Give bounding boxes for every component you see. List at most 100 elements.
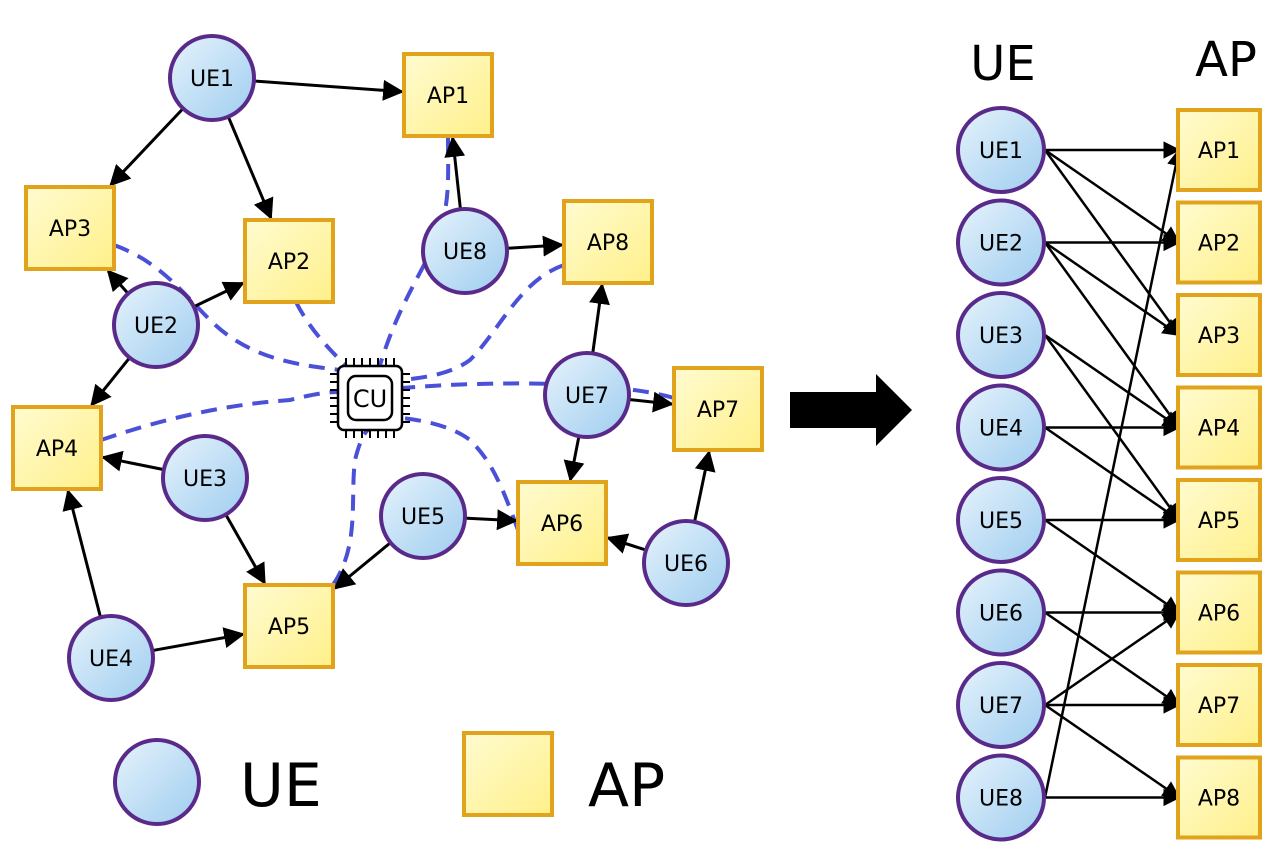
ue-circle (956, 198, 1046, 287)
bip-ue-node-ue1: UE1 (956, 106, 1046, 194)
ap-node-ap6: AP6 (516, 480, 608, 566)
bip-ap-node-ap5: AP5 (1176, 478, 1262, 562)
ap-label: AP5 (1198, 509, 1240, 534)
chip-core (346, 374, 394, 422)
ap-node-ap1: AP1 (402, 52, 494, 138)
ap-box (1176, 108, 1262, 192)
ue-label: UE7 (565, 384, 609, 409)
edge-ue3-ap5 (224, 513, 266, 585)
ue-circle (956, 661, 1046, 749)
bip-ap-node-ap7: AP7 (1176, 663, 1262, 747)
ue-label: UE4 (979, 417, 1023, 442)
ue-node-ue4: UE4 (67, 614, 155, 702)
ap-box (1176, 385, 1262, 470)
ap-label: AP4 (36, 437, 78, 462)
edge-ue6-ap6 (606, 533, 647, 554)
ap-box (243, 583, 335, 669)
ap-box (562, 199, 654, 285)
ap-node-ap4: AP4 (11, 405, 103, 491)
ap-box (516, 480, 608, 566)
cu-links (100, 137, 675, 587)
bipartite-ue-header: UE (970, 36, 1035, 92)
bip-edge-ue7-ap8 (1044, 703, 1181, 799)
edge-ue4-ap5 (152, 627, 246, 653)
ap-label: AP2 (268, 250, 310, 275)
ap-box (1176, 570, 1262, 655)
ue-circle (112, 281, 200, 369)
edge-ue1-ap3 (109, 107, 185, 187)
bip-edge-ue1-ap2 (1044, 148, 1181, 244)
legend: UE AP (113, 731, 665, 826)
ap-label: AP3 (1198, 324, 1240, 349)
ap-box (1176, 293, 1262, 377)
ap-box (402, 52, 494, 138)
ue-label: UE8 (443, 240, 487, 265)
ap-box (11, 405, 103, 491)
ue-circle (168, 34, 256, 122)
ue-label: UE7 (979, 694, 1023, 719)
bip-edge-ue5-ap6 (1044, 518, 1181, 614)
bip-ue-node-ue5: UE5 (956, 476, 1046, 564)
bip-ue-node-ue6: UE6 (956, 568, 1046, 657)
ue-circle (956, 383, 1046, 472)
ue-node-ue5: UE5 (379, 472, 467, 560)
cu-link-ap7 (401, 381, 675, 400)
ue-node-ue7: UE7 (543, 351, 631, 439)
ue-label: UE8 (979, 787, 1023, 812)
edge-ue6-ap7 (693, 449, 716, 523)
ap-label: AP1 (1198, 139, 1240, 164)
ap-box (1176, 663, 1262, 747)
edge-ue5-ap5 (333, 541, 392, 590)
ap-label: AP7 (697, 398, 739, 423)
ue-circle (543, 351, 631, 439)
ap-label: AP4 (1198, 417, 1240, 442)
cu-link-ap5 (331, 428, 370, 587)
ue-circle (956, 476, 1046, 564)
edge-ue2-ap4 (90, 356, 131, 407)
network-nodes: AP1AP2AP3AP4AP5AP6AP7AP8UE1UE2UE3UE4UE5U… (11, 34, 764, 702)
ue-label: UE6 (664, 552, 708, 577)
bipartite-graph: UE AP UE1UE2UE3UE4UE5UE6UE7UE8AP1AP2AP3A… (956, 32, 1262, 842)
bip-edge-ue3-ap4 (1044, 333, 1181, 429)
ue-label: UE5 (979, 509, 1023, 534)
cu-link-ap2 (294, 301, 352, 372)
edge-ue4-ap4 (62, 488, 102, 618)
bip-ue-node-ue3: UE3 (956, 291, 1046, 379)
bip-ap-node-ap3: AP3 (1176, 293, 1262, 377)
edge-ue2-ap2 (193, 281, 245, 309)
ue-label: UE2 (134, 314, 178, 339)
ue-circle (67, 614, 155, 702)
ap-box (24, 185, 116, 271)
ap-node-ap7: AP7 (672, 366, 764, 452)
ap-box (672, 366, 764, 452)
edge-ue5-ap6 (464, 509, 519, 531)
ue-label: UE6 (979, 602, 1023, 627)
cu-chip-icon: CU (330, 358, 410, 438)
ap-label: AP1 (427, 84, 469, 109)
ue-node-ue3: UE3 (161, 434, 249, 522)
ue-node-ue2: UE2 (112, 281, 200, 369)
ue-label: UE5 (401, 505, 445, 530)
ap-node-ap8: AP8 (562, 199, 654, 285)
legend-ap-icon (462, 731, 554, 817)
ue-circle (421, 207, 509, 295)
ap-node-ap3: AP3 (24, 185, 116, 271)
edge-ue2-ap3 (106, 269, 130, 295)
ap-box (243, 218, 335, 304)
bip-ap-node-ap6: AP6 (1176, 570, 1262, 655)
bip-edge-ue2-ap4 (1043, 241, 1181, 429)
ue-circle (956, 106, 1046, 194)
cu-link-ap6 (401, 416, 520, 531)
ap-label: AP8 (1198, 787, 1240, 812)
ue-node-ue1: UE1 (168, 34, 256, 122)
edge-ue8-ap1 (444, 135, 466, 210)
ap-node-ap5: AP5 (243, 583, 335, 669)
ue-label: UE2 (979, 232, 1023, 257)
ue-circle (956, 753, 1046, 842)
ue-circle (956, 568, 1046, 657)
ue-label: UE4 (89, 647, 133, 672)
legend-ap-label: AP (588, 751, 665, 821)
legend-ue-icon (113, 738, 201, 826)
ap-box (1176, 200, 1262, 285)
